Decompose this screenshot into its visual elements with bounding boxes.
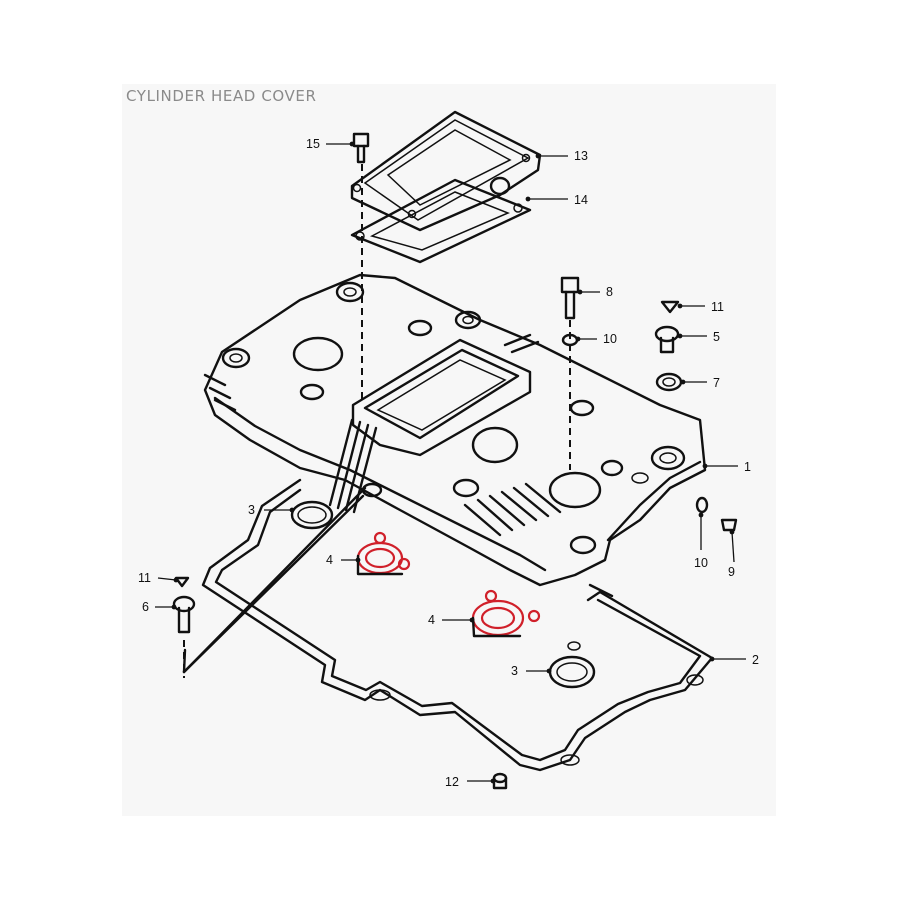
o-ring-3-lower xyxy=(548,641,596,689)
leader-dot xyxy=(469,617,475,623)
callout-part-9: 9 xyxy=(728,529,735,579)
callout-part-6: 6 xyxy=(142,600,177,614)
callout-part-1: 1 xyxy=(702,460,751,474)
bolt-9 xyxy=(720,518,738,532)
part-number: 6 xyxy=(142,600,149,614)
leader-dot xyxy=(677,303,683,309)
callout-part-10: 10 xyxy=(575,332,617,346)
leader-dot xyxy=(702,463,708,469)
callout-part-13: 13 xyxy=(535,149,588,163)
part-number: 4 xyxy=(428,613,435,627)
part-number: 10 xyxy=(603,332,617,346)
o-ring-3-upper xyxy=(290,500,334,530)
part-number: 3 xyxy=(511,664,518,678)
leader-dot xyxy=(490,778,496,784)
cap-nut-5 xyxy=(654,325,680,354)
leader-dot xyxy=(171,604,177,610)
callout-part-14: 14 xyxy=(525,193,588,207)
cylinder-head-cover xyxy=(203,273,707,587)
bolt-15 xyxy=(352,132,370,164)
callout-part-2: 2 xyxy=(709,653,759,667)
callout-part-3: 3 xyxy=(248,503,295,517)
cap-11-upper xyxy=(660,300,680,314)
leader-dot xyxy=(677,333,683,339)
leader-dot xyxy=(355,557,361,563)
bolt-8 xyxy=(560,276,580,320)
diagram-title: CYLINDER HEAD COVER xyxy=(126,87,317,105)
callout-part-8: 8 xyxy=(577,285,613,299)
breather-gasket xyxy=(350,178,532,264)
callout-part-7: 7 xyxy=(680,376,720,390)
leader-dot xyxy=(575,336,581,342)
part-number: 4 xyxy=(326,553,333,567)
plug-gasket-4-upper xyxy=(356,531,411,576)
seal-7 xyxy=(655,372,683,392)
part-number: 15 xyxy=(306,137,320,151)
part-number: 14 xyxy=(574,193,588,207)
callout-part-3: 3 xyxy=(511,664,552,678)
assembly-lines xyxy=(182,164,571,678)
part-number: 11 xyxy=(138,571,151,585)
leader-dot xyxy=(349,141,355,147)
leader-dot xyxy=(577,289,583,295)
callout-part-12: 12 xyxy=(445,775,496,789)
part-number: 9 xyxy=(728,565,735,579)
part-number: 8 xyxy=(606,285,613,299)
part-number: 2 xyxy=(752,653,759,667)
callout-part-11: 11 xyxy=(138,571,179,585)
leader-line xyxy=(157,577,177,581)
part-number: 13 xyxy=(574,149,588,163)
washer-10-side xyxy=(695,496,709,514)
part-number: 3 xyxy=(248,503,255,517)
callout-part-15: 15 xyxy=(306,137,355,151)
leader-dot xyxy=(546,668,552,674)
callout-part-4: 4 xyxy=(326,553,361,567)
part-number: 11 xyxy=(711,300,724,314)
cover-gasket xyxy=(201,478,714,772)
leader-dot xyxy=(535,153,541,159)
part-number: 12 xyxy=(445,775,459,789)
plug-gasket-4-lower xyxy=(471,589,541,638)
callout-part-10: 10 xyxy=(694,512,708,570)
leader-dot xyxy=(173,577,179,583)
grommet-12 xyxy=(492,772,508,790)
cap-11-lower xyxy=(174,576,190,588)
part-number: 7 xyxy=(713,376,720,390)
leader-line xyxy=(731,531,735,563)
leader-dot xyxy=(729,529,735,535)
leader-dot xyxy=(525,196,531,202)
cap-nut-6 xyxy=(172,595,196,634)
part-number: 10 xyxy=(694,556,708,570)
part-number: 5 xyxy=(713,330,720,344)
leader-dot xyxy=(680,379,686,385)
callout-part-5: 5 xyxy=(677,330,720,344)
part-number: 1 xyxy=(744,460,751,474)
leader-dot xyxy=(289,507,295,513)
leader-dot xyxy=(709,656,715,662)
callout-part-11: 11 xyxy=(677,300,724,314)
breather-cover xyxy=(350,110,542,232)
leader-dot xyxy=(698,512,704,518)
callout-part-4: 4 xyxy=(428,613,475,627)
